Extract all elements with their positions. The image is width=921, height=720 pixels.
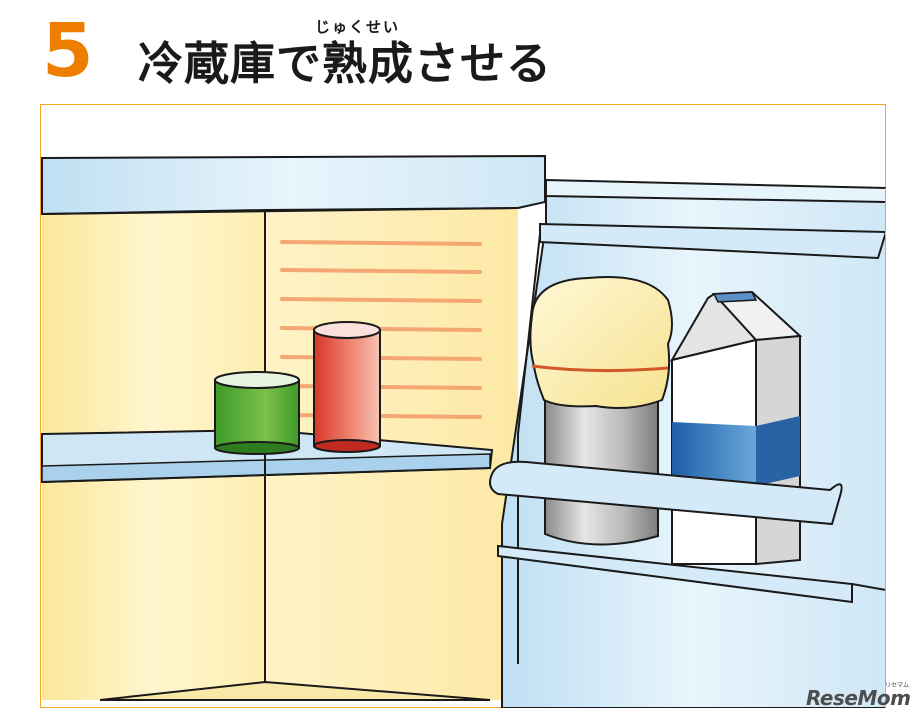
fridge-illustration (40, 104, 886, 708)
milk-carton-icon (669, 290, 803, 566)
resemom-logo: ReseMom (806, 686, 911, 710)
title-ruby: じゅくせい (315, 18, 401, 36)
green-can-icon (214, 371, 300, 455)
red-can-icon (313, 321, 381, 453)
logo-ruby: リセマム (885, 682, 910, 689)
step-title: 冷蔵庫で熟成させる (138, 37, 553, 90)
fridge-top-panel (41, 154, 546, 216)
step-number: 5 (42, 8, 94, 94)
door-bottle-rack (489, 460, 886, 604)
step-header: 5 じゅくせい 冷蔵庫で熟成させる (0, 0, 921, 100)
